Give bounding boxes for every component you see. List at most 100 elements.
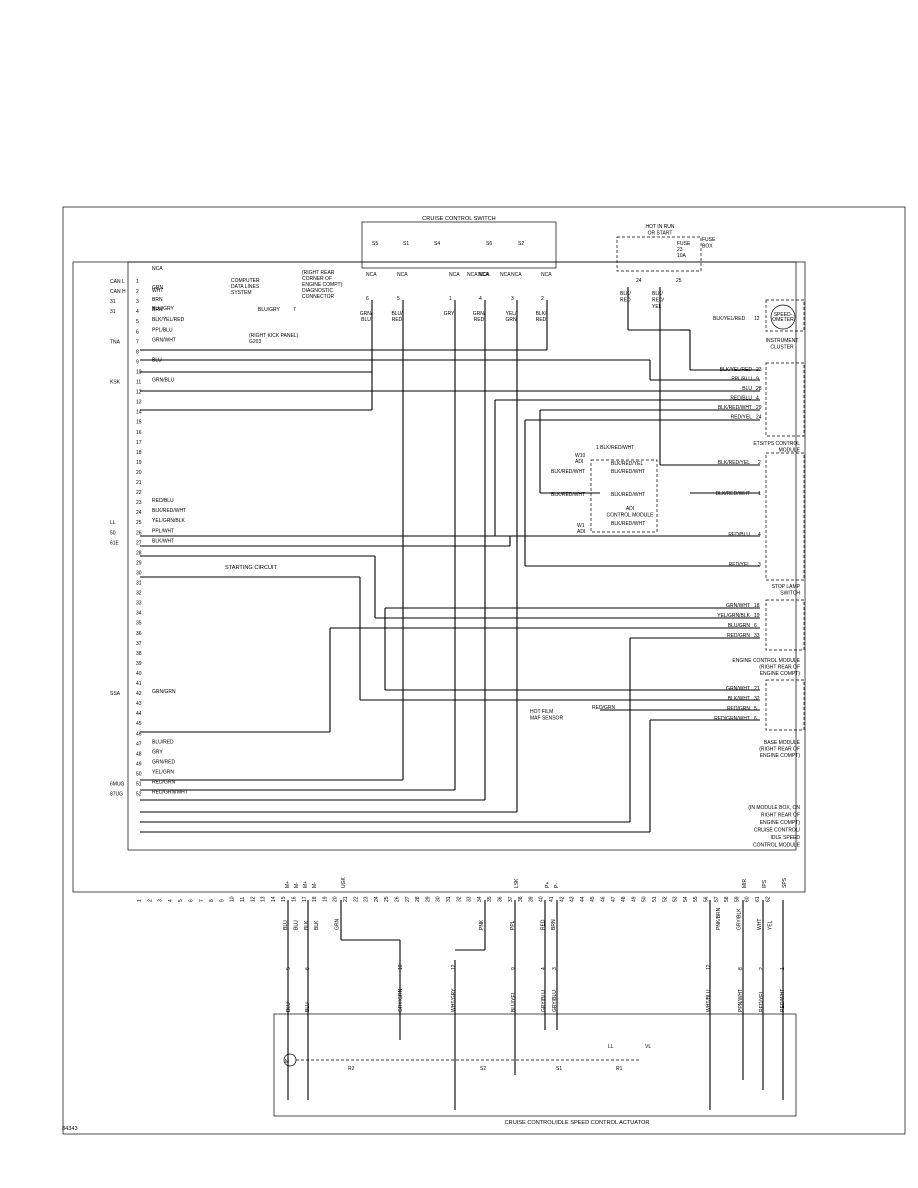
bottom-wire-color: YEL — [767, 920, 773, 930]
bottom-pin: 5 — [178, 899, 184, 902]
fuse-wire-color: RED/ — [652, 298, 665, 304]
connector-pin: 43 — [136, 701, 142, 707]
left-wire-color: WHT — [152, 288, 163, 294]
stop-wire-color: BLK/RED/YEL — [718, 460, 750, 466]
bottom-pin: 39 — [528, 896, 534, 902]
left-wire-color: YEL/GRN — [152, 769, 174, 775]
bottom-pin: 18 — [312, 896, 318, 902]
actuator-wire-color: RED/WHT — [780, 989, 786, 1012]
connector-code: SSA — [110, 691, 121, 697]
bottom-pin: 35 — [487, 896, 493, 902]
fuse-box-label: FUSE — [702, 237, 716, 243]
switch-contact-label: S4 — [434, 241, 440, 247]
left-wire-color: BLK/WHT — [152, 538, 174, 544]
bottom-pin: 40 — [539, 896, 545, 902]
module-label: IDLE SPEED — [771, 835, 801, 841]
fuse-hot-label: OR START — [648, 231, 673, 237]
adi-wire-color: BLK/RED/WHT — [551, 469, 585, 475]
module-label: CONTROL MODULE — [753, 843, 801, 849]
bottom-code: M- — [294, 882, 300, 888]
connector-pin: 52 — [136, 792, 142, 798]
adi-wire-color: BLK/RED/YEL — [611, 461, 643, 467]
adi-w10: ADI — [575, 459, 583, 465]
speedometer-icon — [770, 304, 796, 330]
fuse-pin: 24 — [636, 278, 642, 284]
connector-pin: 50 — [136, 771, 142, 777]
fuse-wire-color: BLK/ — [620, 291, 631, 297]
s2-label: S2 — [480, 1066, 486, 1072]
base-module-label: ENGINE COMPT) — [760, 753, 801, 759]
stop-wire-color: RED/YEL — [729, 562, 751, 568]
fuse-wire-color: RED — [620, 298, 631, 304]
connector-pin: 9 — [136, 359, 139, 365]
speedo-pin: 12 — [754, 316, 760, 322]
ecm-wire-color: RED/GRN — [727, 633, 750, 639]
base-module-label: (RIGHT REAR OF — [759, 747, 800, 753]
cluster-label: CLUSTER — [770, 345, 794, 351]
ecm-pin: 6 — [754, 623, 757, 629]
switch-contact-label: S1 — [403, 241, 409, 247]
bottom-code: M+ — [285, 881, 291, 888]
actuator-wire-color: GRY/BLU — [541, 990, 547, 1012]
left-wire-color: GRN/RED — [152, 759, 175, 765]
module-label: RIGHT REAR OF — [761, 813, 800, 819]
adi-module-label: ADI — [626, 506, 634, 512]
base-wire-color: RED/GRN/WHT — [714, 716, 750, 722]
kick-panel-label: G203 — [249, 339, 261, 345]
switch-pin: 1 — [449, 296, 452, 302]
actuator-wire-color: GRY/GRN — [398, 988, 404, 1012]
left-wire-color: PPL/BLU — [152, 327, 173, 333]
cluster-label: INSTRUMENT — [766, 338, 799, 344]
connector-pin: 49 — [136, 761, 142, 767]
bottom-code: M+ — [303, 881, 309, 888]
switch-wire-color: GRY — [444, 311, 455, 317]
stop-pin: 4 — [758, 532, 761, 538]
ets-module-box — [765, 362, 805, 437]
connector-pin: 12 — [136, 390, 142, 396]
adi-wire-color: BLK/RED/WHT — [611, 469, 645, 475]
maf-sensor-label: MAF SENSOR — [530, 716, 563, 722]
diag-connector-label: CONNECTOR — [302, 294, 335, 300]
left-wire-color: BRN — [152, 297, 163, 303]
switch-wire-color: BLU/ — [391, 311, 403, 317]
base-pin: 32 — [754, 696, 760, 702]
fuse-pin: 25 — [676, 278, 682, 284]
right-modules: SPEED-OMETERINSTRUMENTCLUSTERBLK/YEL/RED… — [530, 312, 801, 849]
data-line-nca: NCA — [152, 266, 163, 272]
module-label: (IN MODULE BOX, ON — [748, 805, 800, 811]
switch-wire-color: RED — [474, 317, 485, 323]
actuator-pin: 12 — [706, 964, 712, 970]
actuator-wire-color: BLU — [305, 1002, 311, 1012]
bottom-pin: 43 — [570, 896, 576, 902]
base-module-box — [765, 679, 805, 731]
bottom-pin: 13 — [261, 896, 267, 902]
actuator-box — [273, 1013, 797, 1117]
data-lines-label: COMPUTER — [231, 278, 260, 284]
connector-code: 31 — [110, 309, 116, 315]
left-wire-color: BLK/YEL/RED — [152, 317, 185, 323]
bottom-pin: 49 — [631, 896, 637, 902]
bottom-pin: 29 — [425, 896, 431, 902]
connector-pin: 42 — [136, 691, 142, 697]
ecm-box — [765, 599, 805, 651]
bottom-code: MIR — [742, 878, 748, 888]
ecm-pin: 18 — [754, 603, 760, 609]
left-wire-color: BLU/RED — [152, 739, 174, 745]
module-inner — [127, 261, 797, 851]
connector-pin: 10 — [136, 369, 142, 375]
bottom-pin: 51 — [652, 896, 658, 902]
adi-w1: W1 — [577, 523, 585, 529]
data-lines-label: DATA LINES — [231, 284, 260, 290]
connector-pin: 22 — [136, 490, 142, 496]
switch-contact-label: S6 — [486, 241, 492, 247]
switch-contact-label: S2 — [518, 241, 524, 247]
connector-pin: 51 — [136, 782, 142, 788]
connector-pin: 5 — [136, 319, 139, 325]
connector-pin: 31 — [136, 581, 142, 587]
bottom-pin: 12 — [250, 896, 256, 902]
bottom-pin: 33 — [467, 896, 473, 902]
bottom-wire-color: BLU — [294, 920, 300, 930]
bottom-pin: 1 — [137, 899, 143, 902]
